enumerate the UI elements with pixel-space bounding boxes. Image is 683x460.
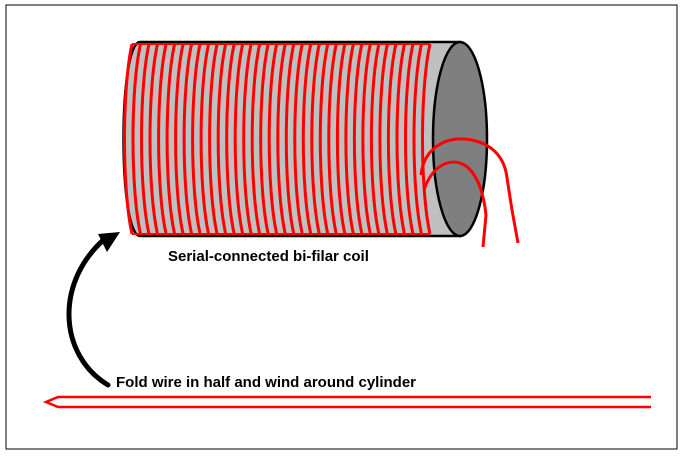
coil-winding: [369, 43, 381, 235]
coil-winding: [191, 43, 202, 235]
coil-lead-outer: [419, 137, 520, 244]
coil-winding: [284, 43, 296, 235]
coil-winding: [421, 43, 432, 235]
coil-winding: [131, 43, 142, 235]
coil-winding: [123, 43, 134, 235]
coil-winding: [208, 43, 219, 235]
coil-winding: [301, 43, 313, 235]
fold-instruction-label: Fold wire in half and wind around cylind…: [116, 374, 417, 391]
coil-windings: [123, 43, 432, 235]
coil-winding: [361, 43, 372, 235]
coil-winding: [267, 43, 279, 235]
coil-winding: [310, 43, 321, 235]
coil-winding: [233, 43, 245, 235]
coil-lead-inner: [422, 160, 488, 248]
coil-winding: [216, 43, 228, 235]
coil-winding: [259, 43, 270, 235]
coil-winding: [412, 43, 423, 235]
coil-winding: [250, 43, 262, 235]
cylinder: [122, 40, 489, 238]
curved-arrow-shaft: [66, 233, 111, 388]
coil-winding: [352, 43, 364, 235]
coil-winding: [165, 43, 177, 235]
coil-winding: [327, 43, 338, 235]
coil-winding: [148, 43, 159, 235]
coil-winding: [395, 43, 406, 235]
coil-winding: [182, 43, 194, 235]
coil-winding: [318, 43, 330, 235]
coil-leads: [419, 137, 520, 248]
coil-winding: [386, 43, 398, 235]
folded-wire: [42, 395, 651, 409]
coil-winding: [225, 43, 236, 235]
coil-winding: [293, 43, 304, 235]
coil-winding: [335, 43, 347, 235]
coil-winding: [140, 43, 151, 235]
curved-arrow-head: [98, 232, 120, 252]
coil-winding: [344, 43, 355, 235]
coil-winding: [378, 43, 389, 235]
folded-wire-line: [42, 395, 651, 409]
coil-winding: [199, 43, 211, 235]
coil-winding: [174, 43, 185, 235]
curved-arrow-icon: [66, 232, 120, 388]
coil-winding: [242, 43, 253, 235]
coil-label: Serial-connected bi-filar coil: [168, 248, 369, 265]
coil-winding: [157, 43, 168, 235]
coil-winding: [404, 43, 415, 235]
coil-winding: [276, 43, 287, 235]
